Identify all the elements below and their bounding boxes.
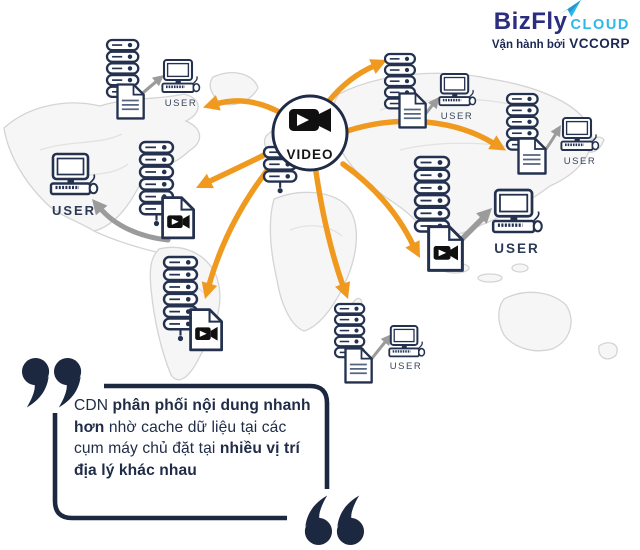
quote-text: CDN phân phối nội dung nhanh hơn nhờ cac… — [74, 395, 330, 481]
user-label: USER — [165, 98, 197, 109]
user-computer-icon — [388, 324, 426, 358]
document-icon — [344, 347, 373, 384]
cluster-top-right: USER — [385, 54, 477, 129]
quote-segment-bold: phân phối nội dung nhanh — [112, 397, 311, 414]
document-icon — [517, 137, 547, 175]
arrow-to-top-right — [326, 63, 377, 104]
quote-segment-bold: địa lý khác nhau — [74, 461, 197, 479]
logo-brand-text: BizFly — [493, 8, 568, 35]
user-label: USER — [494, 241, 540, 256]
user-label: USER — [441, 111, 473, 122]
document-icon — [116, 83, 145, 120]
video-document-icon — [427, 225, 464, 272]
quote-segment: nhờ cache dữ liệu tại các — [104, 418, 287, 436]
user-computer-icon — [560, 116, 600, 152]
cluster-far-right: USER — [507, 94, 600, 175]
user-label: USER — [52, 203, 96, 218]
cluster-bottom-middle: USER — [335, 304, 426, 384]
video-document-icon — [189, 308, 224, 352]
video-node-label: VIDEO — [286, 147, 333, 162]
open-quote-icon — [22, 358, 81, 407]
video-document-icon — [161, 196, 196, 240]
logo-product-text: CLOUD — [570, 17, 630, 33]
quote-segment-bold: hơn — [74, 418, 105, 436]
user-computer-icon — [161, 58, 201, 94]
close-quote-icon — [305, 496, 364, 545]
document-icon — [398, 92, 427, 129]
quote-segment: cụm máy chủ đặt tại — [74, 440, 220, 457]
logo-tagline-text: Vận hành bởi — [491, 39, 566, 51]
vccorp-logo-text: VCCORP — [569, 36, 630, 51]
delivery-arrowheads — [92, 75, 561, 346]
arrow-to-mid-right — [340, 161, 416, 248]
quote-segment: CDN — [74, 397, 113, 414]
distribution-arrowheads — [196, 59, 506, 299]
quote-box-frame — [52, 383, 330, 521]
user-label: USER — [564, 156, 596, 167]
arrow-to-top-left — [213, 98, 286, 117]
video-camera-icon — [289, 108, 331, 132]
cluster-left: USER — [49, 142, 196, 240]
user-label: USER — [390, 361, 422, 372]
arrow-to-bottom-middle — [313, 169, 346, 289]
video-origin-node: VIDEO — [264, 94, 349, 193]
cluster-mid-right: USER — [415, 157, 544, 272]
cluster-top-left: USER — [107, 40, 201, 120]
quote-segment-bold: nhiều vị trí — [219, 440, 300, 457]
paper-plane-icon — [559, 0, 581, 17]
